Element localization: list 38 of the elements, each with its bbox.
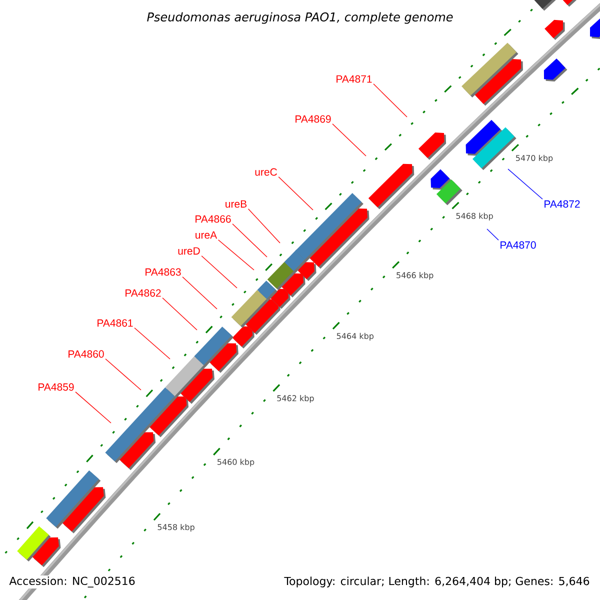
gene-label: PA4871 xyxy=(336,75,372,83)
leader-line xyxy=(162,298,198,330)
gene-label: PA4872 xyxy=(544,200,580,208)
leader-line xyxy=(218,240,254,270)
leader-line xyxy=(134,328,170,360)
scale-label: 5462 kbp xyxy=(277,395,314,403)
scale-label: 5468 kbp xyxy=(456,212,493,220)
leader-line xyxy=(182,276,218,310)
gene-label: PA4870 xyxy=(500,241,536,249)
scale-label: 5460 kbp xyxy=(218,458,254,466)
leader-line xyxy=(373,84,408,118)
gene-label: PA4860 xyxy=(68,350,104,358)
leader-line xyxy=(232,224,268,258)
gene-label: ureB xyxy=(226,200,247,208)
gene-label: ureD xyxy=(178,247,200,255)
genome-info-text: Topology: circular; Length: 6,264,404 bp; Genes: 5,646 xyxy=(283,576,591,588)
accession-text: Accession: NC_002516 xyxy=(8,576,136,588)
leader-line xyxy=(508,168,543,200)
title: Pseudomonas aeruginosa PAO1, complete genome xyxy=(147,12,453,24)
gene-label: PA4859 xyxy=(38,383,74,391)
leader-line xyxy=(332,124,366,156)
leader-line xyxy=(201,256,238,288)
scale-label: 5466 kbp xyxy=(396,272,434,280)
gene-label: PA4869 xyxy=(296,115,331,123)
scale-label: 5458 kbp xyxy=(158,524,194,532)
leader-line xyxy=(105,358,142,390)
gene-label: PA4863 xyxy=(146,268,181,276)
gene-label: ureC xyxy=(255,168,277,176)
leader-line xyxy=(248,208,280,244)
leader-line xyxy=(486,228,499,240)
gene-label: PA4862 xyxy=(126,289,161,297)
leader-line xyxy=(278,176,314,210)
scale-label: 5464 kbp xyxy=(336,332,374,341)
leader-line xyxy=(75,392,112,424)
gene-label: ureA xyxy=(196,231,218,239)
gene-label: PA4861 xyxy=(98,319,133,327)
gene-label: PA4866 xyxy=(196,215,231,223)
scale-label: 5470 kbp xyxy=(516,154,553,163)
